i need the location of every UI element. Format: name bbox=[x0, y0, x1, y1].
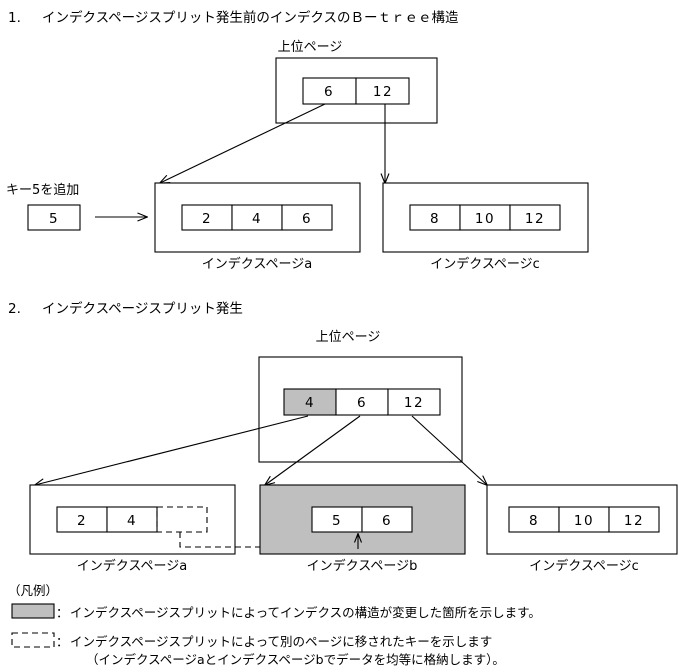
section2-page-c-cell-1 bbox=[558, 506, 610, 533]
section2-page-b-cell-1-value: 6 bbox=[382, 513, 392, 529]
section2-upper-cell-2-value: 12 bbox=[404, 395, 424, 411]
section2-page-a-cell-1-value: 4 bbox=[127, 513, 137, 529]
section1-heading: インデクスページスプリット発生前のインデクスのＢーｔｒｅｅ構造 bbox=[42, 9, 459, 26]
section2-upper-cell-0 bbox=[283, 388, 337, 416]
section1-page-c-cell-1 bbox=[459, 204, 511, 231]
section2-page-c-cell-0-value: 8 bbox=[529, 513, 539, 529]
section1-upper-cell-1-value: 12 bbox=[373, 84, 393, 100]
legend-item-0-separator: ： bbox=[56, 605, 69, 620]
section1-page-c-cell-2 bbox=[509, 204, 561, 231]
section2-page-c-cell-1-value: 10 bbox=[574, 513, 594, 529]
section1-add-key-box bbox=[27, 204, 81, 231]
section1-page-a-cell-1 bbox=[231, 204, 283, 231]
section2-upper-cell-0-value: 4 bbox=[305, 395, 315, 411]
section1-page-c-label: インデクスページc bbox=[430, 256, 540, 272]
section2-heading: インデクスページスプリット発生 bbox=[42, 300, 243, 317]
section2-page-c-cell-2-value: 12 bbox=[624, 513, 644, 529]
legend-title: （凡例） bbox=[8, 583, 58, 598]
section1-page-c-cell-2-value: 12 bbox=[525, 211, 545, 227]
section1-page-c-cell-0 bbox=[409, 204, 461, 231]
section1-upper-cell-1 bbox=[355, 77, 410, 105]
legend-item-1-text: インデクスページスプリットによって別のページに移されたキーを示します bbox=[70, 634, 492, 649]
section2-page-b-cell-0 bbox=[311, 506, 363, 533]
section2-upper-cell-1 bbox=[335, 388, 389, 416]
legend-gray-swatch bbox=[11, 603, 55, 619]
legend-item-0-text: インデクスページスプリットによってインデクスの構造が変更した箇所を示します。 bbox=[70, 605, 541, 620]
section2-page-b-cell-0-value: 5 bbox=[332, 513, 342, 529]
section2-page-b-label: インデクスページb bbox=[307, 558, 418, 574]
section1-page-c-cell-1-value: 10 bbox=[475, 211, 495, 227]
section1-edge-to-page-a bbox=[160, 103, 326, 183]
legend-item-1-text2: （インデクスページaとインデクスページbでデータを均等に格納します）。 bbox=[86, 652, 505, 667]
section2-page-a-cell-0 bbox=[56, 506, 108, 533]
section2-page-a-cell-0-value: 2 bbox=[77, 513, 87, 529]
section2-upper-cell-2 bbox=[387, 388, 441, 416]
section2-page-a-cell-1 bbox=[106, 506, 158, 533]
section1-page-a-cell-1-value: 4 bbox=[252, 211, 262, 227]
section2-page-c-cell-2 bbox=[608, 506, 660, 533]
section1-page-a-cell-2 bbox=[281, 204, 333, 231]
section1-number: 1. bbox=[8, 10, 21, 26]
section2-page-c-cell-0 bbox=[508, 506, 560, 533]
section2-page-b-cell-1 bbox=[361, 506, 413, 533]
section1-page-a-cell-2-value: 6 bbox=[302, 211, 312, 227]
section1-page-c-cell-0-value: 8 bbox=[430, 211, 440, 227]
section2-page-c-label: インデクスページc bbox=[529, 558, 639, 574]
section1-upper-page-label: 上位ページ bbox=[278, 40, 343, 55]
section2-page-a-label: インデクスページa bbox=[77, 558, 187, 574]
section1-page-a-cell-0-value: 2 bbox=[202, 211, 212, 227]
section2-edge-to-page-a bbox=[35, 415, 309, 485]
legend-item-1-separator: ： bbox=[56, 634, 69, 649]
section1-upper-cell-0 bbox=[302, 77, 357, 105]
section2-edge-to-page-c bbox=[411, 415, 487, 485]
section2-page-a-cell-moved bbox=[156, 506, 208, 533]
section2-upper-page-label: 上位ページ bbox=[316, 330, 381, 345]
section2-moved-key-connector bbox=[179, 532, 278, 548]
section2-upper-cell-1-value: 6 bbox=[357, 395, 367, 411]
section1-upper-cell-0-value: 6 bbox=[324, 84, 334, 100]
section1-page-a-cell-0 bbox=[181, 204, 233, 231]
section1-add-key-note: キー5を追加 bbox=[6, 182, 79, 198]
section1-add-key-value: 5 bbox=[49, 211, 59, 227]
section1-page-a-label: インデクスページa bbox=[202, 256, 312, 272]
legend-dashed-swatch bbox=[11, 632, 55, 648]
section2-edge-to-page-b bbox=[265, 415, 361, 485]
section2-number: 2. bbox=[8, 301, 21, 317]
